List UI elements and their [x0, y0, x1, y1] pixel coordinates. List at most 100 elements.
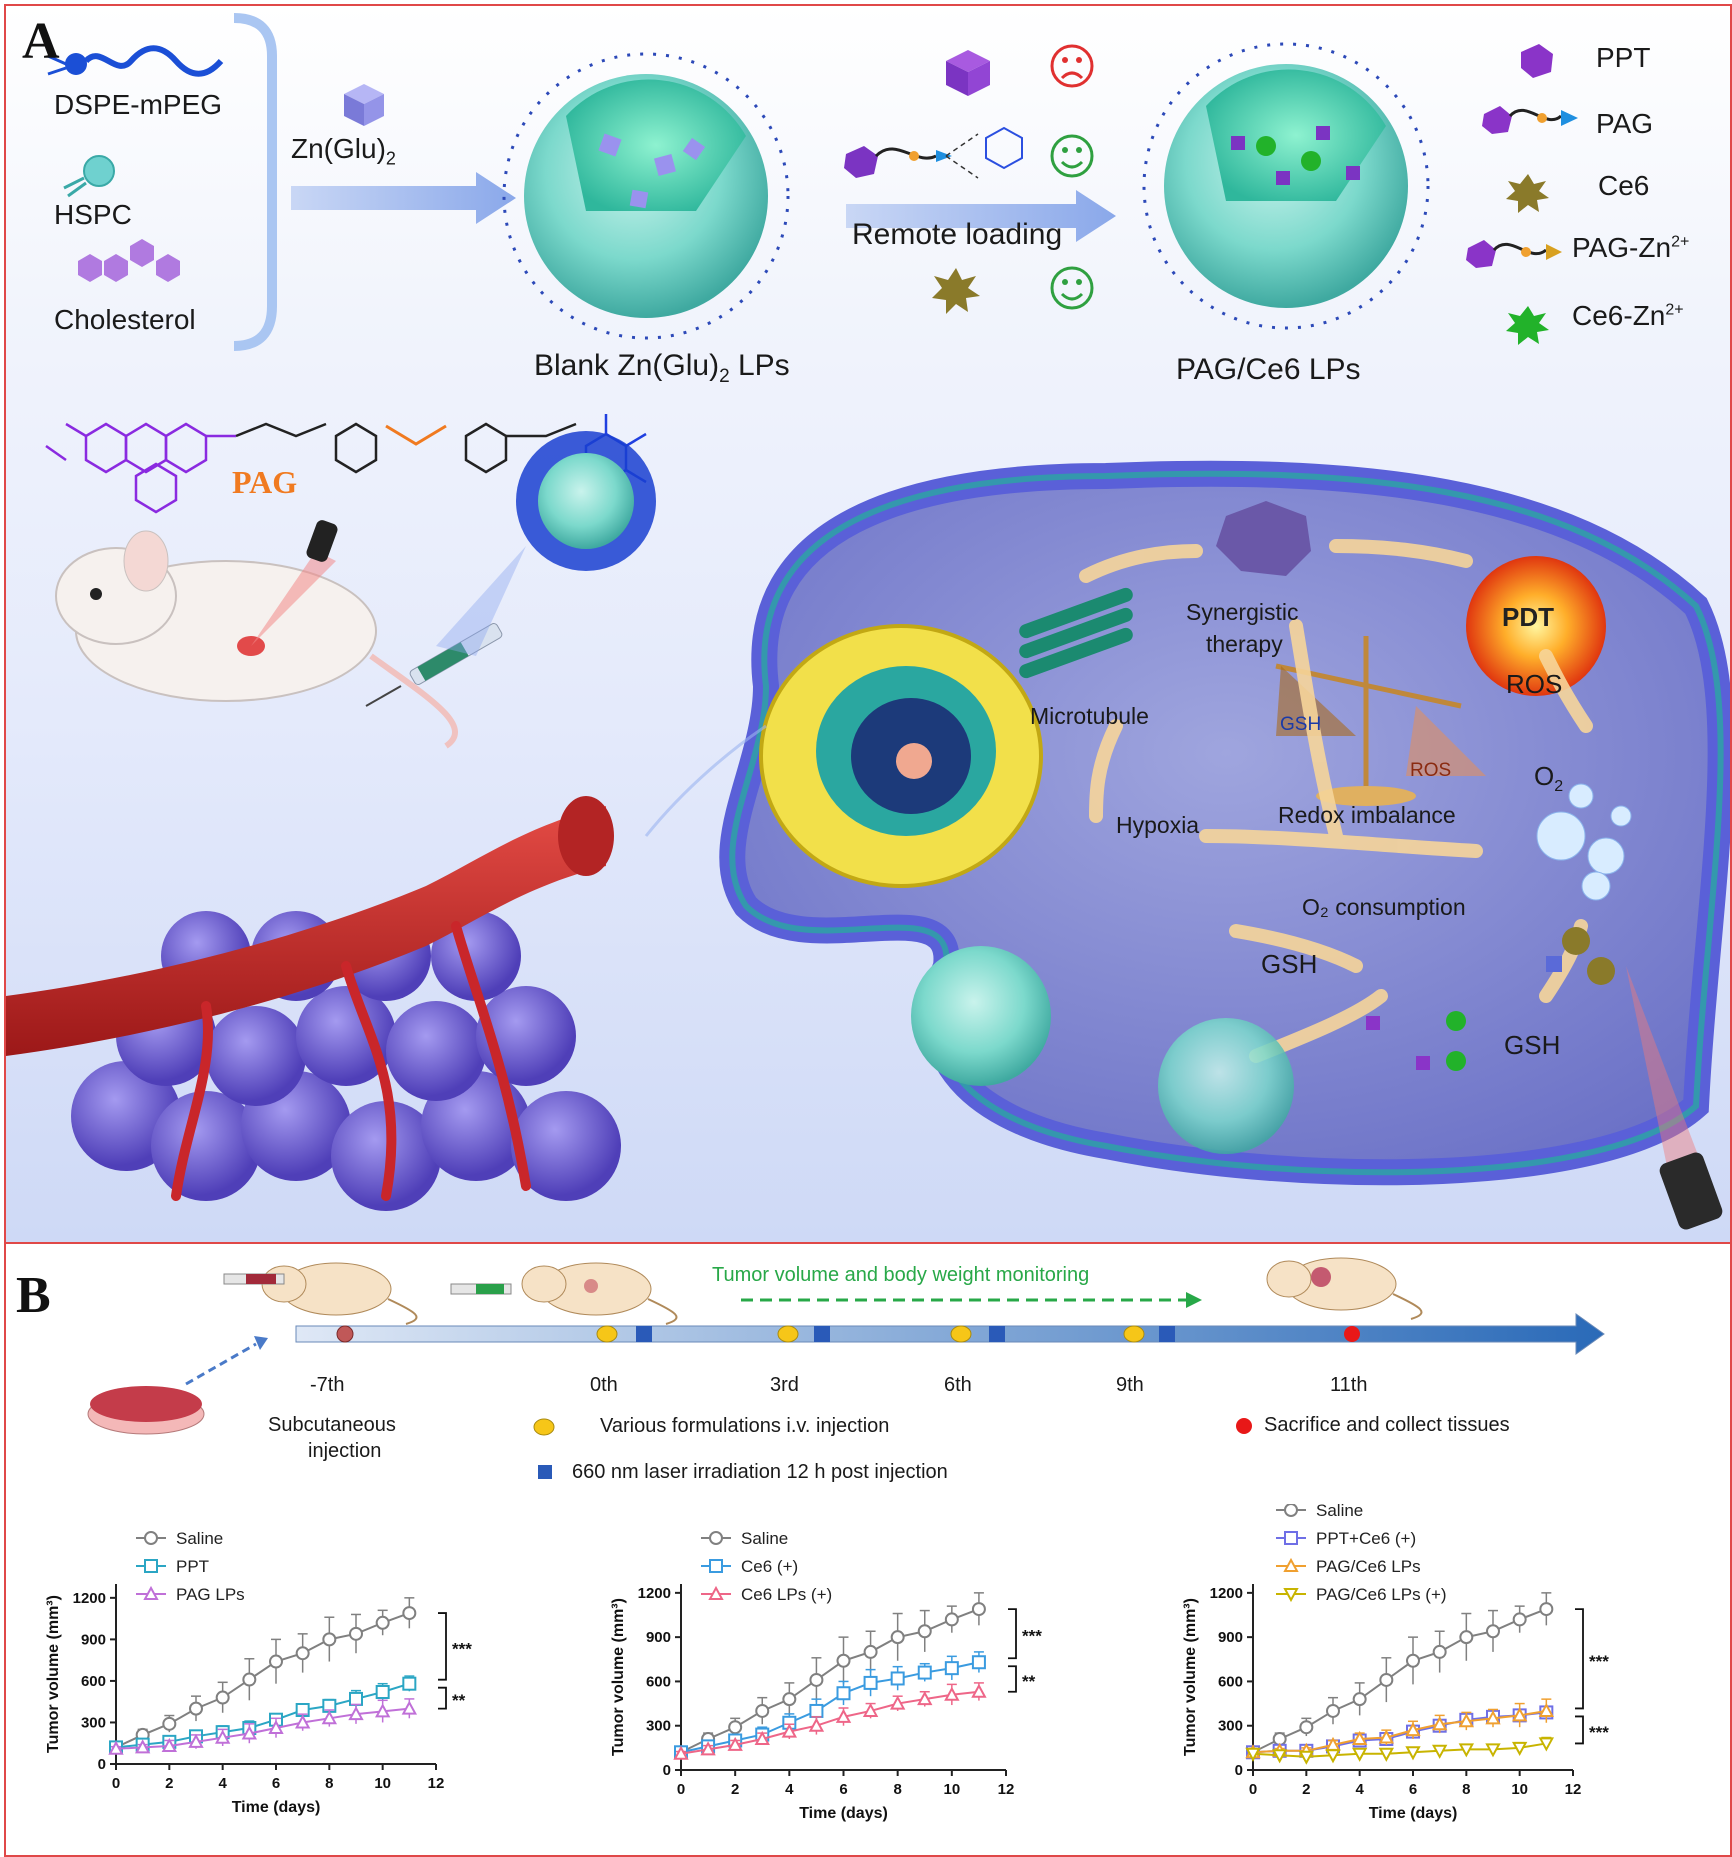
- x-tick-label: 12: [428, 1775, 445, 1792]
- data-point: [295, 1646, 310, 1661]
- legend-ppt-label: PPT: [1596, 42, 1651, 73]
- day-label-9: 9th: [1116, 1374, 1144, 1396]
- legend-sacrifice-label: Sacrifice and collect tissues: [1264, 1414, 1510, 1436]
- cholesterol-label: Cholesterol: [54, 304, 196, 335]
- legend-label: PPT: [176, 1557, 209, 1576]
- iv-marker-9: [1123, 1325, 1145, 1343]
- legend-marker: [709, 1531, 723, 1545]
- pdt-label: PDT: [1502, 602, 1554, 632]
- series-line: [115, 1682, 410, 1749]
- panel-b-letter: B: [16, 1267, 51, 1324]
- significance-bracket: [1008, 1608, 1017, 1660]
- o2-bubbles-icon: [1536, 783, 1632, 901]
- ce6-molecule-icon: [932, 268, 980, 314]
- remote-loading-arrow: [846, 190, 1116, 242]
- data-point: [1432, 1644, 1447, 1659]
- data-point: [1406, 1653, 1420, 1668]
- day-label-6: 6th: [944, 1374, 972, 1396]
- data-point: [1511, 1707, 1528, 1722]
- data-point: [944, 1661, 959, 1676]
- x-axis-label: Time (days): [232, 1799, 321, 1816]
- gsh-scale-label: GSH: [1280, 714, 1322, 735]
- iv-marker-0: [596, 1325, 618, 1343]
- y-tick-label: 1200: [638, 1585, 671, 1602]
- legend-pag-zn-label: PAG-Zn2+: [1572, 232, 1690, 263]
- pag-structure-label: PAG: [232, 464, 298, 500]
- significance-label: **: [1022, 1672, 1036, 1691]
- day-label-minus7: -7th: [310, 1374, 345, 1396]
- laser-marker-0: [636, 1326, 652, 1342]
- x-tick-label: 0: [677, 1781, 685, 1798]
- petri-dish-icon: [87, 1386, 205, 1435]
- series-line: [680, 1661, 980, 1754]
- data-point: [1458, 1743, 1475, 1758]
- data-point: [402, 1676, 417, 1691]
- laser-marker-3: [814, 1326, 830, 1342]
- data-point: [1538, 1737, 1555, 1752]
- legend-marker: [708, 1585, 724, 1600]
- series-0: [1246, 1592, 1554, 1760]
- redox-balance-icon: [1275, 636, 1486, 806]
- significance-bracket: [1008, 1665, 1017, 1693]
- syringe-illustration: [365, 623, 503, 707]
- y-tick-label: 1200: [1210, 1585, 1243, 1602]
- arrow-to-blank-lps: [291, 172, 516, 224]
- data-point: [1485, 1710, 1501, 1725]
- significance-label: ***: [1589, 1723, 1609, 1742]
- significance-label: **: [452, 1691, 466, 1710]
- data-point: [1431, 1744, 1448, 1759]
- smile-face-icon-2: [1050, 266, 1094, 310]
- data-point: [321, 1710, 338, 1725]
- legend-ce6-zn-label: Ce6-Zn2+: [1572, 300, 1684, 331]
- vessel-opening: [558, 796, 614, 876]
- data-point: [1379, 1672, 1394, 1687]
- y-axis-label: Tumor volume (mm³): [610, 1598, 627, 1756]
- day-marker-minus7: [336, 1325, 354, 1343]
- microtubule-label: Microtubule: [1030, 703, 1149, 729]
- data-point: [836, 1686, 851, 1701]
- data-point: [402, 1606, 417, 1621]
- gsh-right-label: GSH: [1504, 1030, 1561, 1060]
- data-point: [294, 1714, 311, 1729]
- data-point: [215, 1690, 230, 1705]
- data-point: [728, 1720, 743, 1735]
- data-point: [134, 1739, 151, 1754]
- y-tick-label: 0: [1235, 1762, 1243, 1779]
- x-tick-label: 8: [1462, 1781, 1470, 1798]
- data-point: [890, 1671, 905, 1686]
- cholesterol-icon: [78, 239, 180, 282]
- data-point: [1431, 1716, 1448, 1731]
- x-tick-label: 6: [839, 1781, 847, 1798]
- panel-a-illustration: [6, 13, 1730, 1230]
- x-tick-label: 12: [1565, 1781, 1582, 1798]
- mouse-icon-3: [1266, 1257, 1423, 1320]
- data-point: [375, 1685, 390, 1699]
- pdt-explosion-icon: [1466, 556, 1606, 696]
- blood-vessel: [6, 806, 606, 1056]
- data-point: [971, 1655, 986, 1670]
- data-point: [1378, 1747, 1395, 1762]
- x-tick-label: 8: [893, 1781, 901, 1798]
- legend-label: Ce6 LPs (+): [741, 1585, 832, 1604]
- y-tick-label: 0: [98, 1756, 106, 1773]
- series-0: [674, 1592, 986, 1760]
- data-point: [971, 1683, 987, 1698]
- data-point: [161, 1737, 178, 1752]
- x-axis-label: Time (days): [799, 1805, 888, 1822]
- data-point: [1539, 1602, 1554, 1617]
- legend-pag-icon: [1482, 106, 1578, 134]
- data-point: [944, 1686, 960, 1701]
- synergistic-label-2: therapy: [1206, 631, 1283, 657]
- data-point: [809, 1672, 824, 1687]
- significance-label: ***: [1022, 1627, 1042, 1646]
- y-tick-label: 900: [1218, 1629, 1243, 1646]
- x-tick-label: 6: [272, 1775, 280, 1792]
- data-point: [162, 1716, 177, 1731]
- synergistic-label-1: Synergistic: [1186, 599, 1299, 625]
- series-1: [109, 1675, 417, 1755]
- laser-device-icon: [1659, 1152, 1723, 1230]
- mouse-illustration: [55, 520, 458, 749]
- data-point: [1511, 1741, 1528, 1756]
- ppt-molecule-icon: [946, 50, 990, 96]
